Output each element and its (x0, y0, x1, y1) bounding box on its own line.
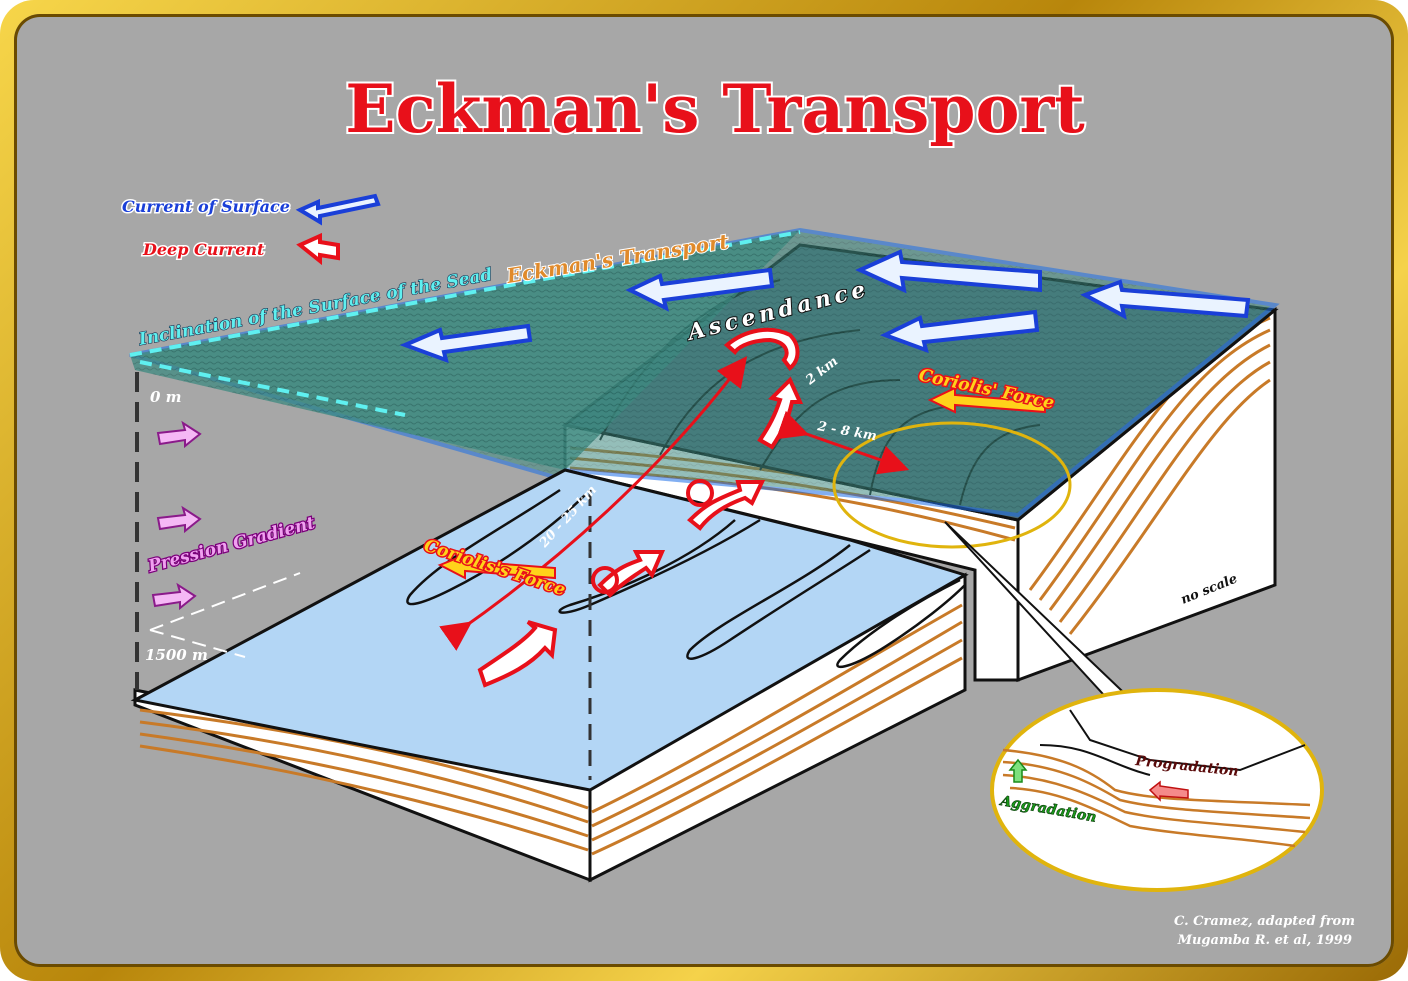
detail-inset (990, 688, 1324, 892)
legend-deep-current: Deep Current (142, 240, 265, 259)
legend-deep-arrow-icon (296, 232, 340, 266)
coriolis-arrows (437, 386, 1046, 580)
inclination-line-top (129, 230, 801, 357)
surface-arrow-4 (879, 309, 1040, 354)
diagram-title: Eckman's Transport (345, 70, 1085, 148)
diagram-svg: Eckman's Transport (121, 68, 1356, 948)
credit-line-2: Mugamba R. et al, 1999 (1177, 933, 1352, 948)
detail-ellipse (832, 421, 1072, 549)
surface-current-arrows (295, 193, 1251, 364)
depth-guide-2 (149, 629, 246, 658)
surface-arrow-1 (625, 267, 775, 312)
diagram-panel: Eckman's Transport (14, 14, 1394, 967)
label-depth-top: 0 m (150, 388, 182, 406)
surface-arrow-3 (855, 249, 1042, 294)
coriolis-arrow-left (437, 553, 556, 580)
depth-guide-1 (149, 572, 301, 631)
surface-arrow-5 (1080, 279, 1251, 320)
ascendance-arrow (723, 327, 800, 371)
pressure-arrow-1 (156, 420, 202, 449)
pressure-arrow-2 (156, 505, 202, 534)
label-depth-bottom: 1500 m (145, 646, 208, 664)
pressure-arrow-3 (151, 582, 197, 611)
credit-line-1: C. Cramez, adapted from (1174, 914, 1355, 929)
aggradation-arrow-icon (1008, 758, 1028, 783)
distance-arrows (439, 356, 910, 651)
pressure-arrows (151, 420, 202, 611)
coriolis-arrow-right (927, 386, 1046, 414)
slope-sediment-layers (139, 603, 963, 856)
inclination-line-side (139, 360, 406, 417)
legend-surface-arrow-icon (295, 193, 381, 226)
legend-surface-current: Current of Surface (122, 197, 290, 216)
progradation-arrow-icon (1148, 780, 1189, 802)
